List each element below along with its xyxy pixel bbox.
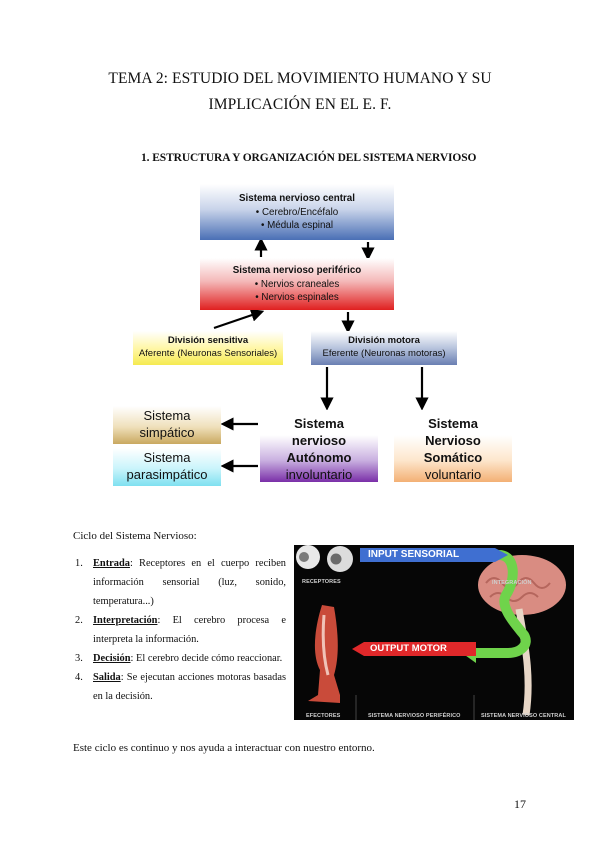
step-number: 4.	[75, 672, 83, 683]
central-title: Sistema nervioso central	[239, 193, 355, 204]
list-item: 3. Decisión: El cerebro decide cómo reacc…	[73, 649, 286, 668]
step-text: : El cerebro procesa e interpreta la inf…	[93, 615, 286, 645]
motor-division-box: División motora Eferente (Neuronas motor…	[311, 331, 457, 365]
sympathetic-system-box: Sistema simpático	[113, 406, 221, 444]
parasympathetic-line-1: Sistema	[143, 450, 191, 465]
step-number: 2.	[75, 615, 83, 626]
input-sensorial-banner: INPUT SENSORIAL	[360, 548, 495, 562]
motor-subtitle: Eferente (Neuronas motoras)	[322, 348, 446, 359]
sensory-division-box: División sensitiva Aferente (Neuronas Se…	[133, 331, 283, 365]
step-text: : Receptores en el cuerpo reciben inform…	[93, 558, 286, 607]
step-term: Decisión	[93, 653, 131, 664]
section-heading: 1. ESTRUCTURA Y ORGANIZACIÓN DEL SISTEMA…	[141, 152, 477, 164]
figure-illustration	[296, 545, 566, 720]
sensory-subtitle: Aferente (Neuronas Sensoriales)	[138, 348, 278, 359]
autonomic-line-4: involuntario	[285, 467, 353, 482]
central-item-2: • Médula espinal	[260, 220, 334, 231]
closing-text: Este ciclo es continuo y nos ayuda a int…	[73, 742, 375, 754]
output-motor-banner: OUTPUT MOTOR	[364, 642, 476, 656]
somatic-line-2: Nervioso	[425, 433, 481, 448]
list-item: 1. Entrada: Receptores en el cuerpo recib…	[73, 554, 286, 611]
sensory-title: División sensitiva	[167, 335, 249, 346]
peripheral-item-2: • Nervios espinales	[255, 292, 339, 303]
sympathetic-line-2: simpático	[139, 425, 195, 440]
autonomic-system-box: Sistema nervioso Autónomo involuntario	[260, 410, 378, 482]
step-term: Interpretación	[93, 615, 158, 626]
effectors-label: EFECTORES	[306, 713, 341, 719]
autonomic-line-3: Autónomo	[286, 450, 352, 465]
list-item: 4. Salida: Se ejecutan acciones motoras b…	[73, 668, 286, 706]
somatic-system-box: Sistema Nervioso Somático voluntario	[394, 410, 512, 482]
central-nervous-system-box: Sistema nervioso central • Cerebro/Encéf…	[200, 184, 394, 240]
title-line-1: TEMA 2: ESTUDIO DEL MOVIMIENTO HUMANO Y …	[108, 70, 492, 87]
list-item: 2. Interpretación: El cerebro procesa e i…	[73, 611, 286, 649]
sympathetic-line-1: Sistema	[143, 408, 191, 423]
central-system-label: SISTEMA NERVIOSO CENTRAL	[481, 713, 566, 719]
spinal-cord-icon	[515, 608, 532, 716]
peripheral-title: Sistema nervioso periférico	[232, 265, 362, 276]
autonomic-line-2: nervioso	[291, 433, 347, 448]
nervous-cycle-figure: INPUT SENSORIAL OUTPUT MOTOR RECEPTORES …	[294, 545, 574, 720]
peripheral-system-label: SISTEMA NERVIOSO PERIFÉRICO	[368, 713, 461, 719]
somatic-line-3: Somático	[423, 450, 483, 465]
step-number: 3.	[75, 653, 83, 664]
parasympathetic-system-box: Sistema parasimpático	[113, 448, 221, 486]
arrow-sensory-to-periph	[213, 308, 265, 330]
step-text: : El cerebro decide cómo reaccionar.	[130, 653, 283, 664]
step-number: 1.	[75, 558, 83, 569]
motor-title: División motora	[348, 335, 420, 346]
integration-label: INTEGRACIÓN	[492, 580, 532, 586]
autonomic-line-1: Sistema	[294, 416, 344, 431]
step-term: Entrada	[93, 558, 130, 569]
page-number: 17	[514, 797, 526, 811]
cycle-steps-list: 1. Entrada: Receptores en el cuerpo recib…	[73, 554, 286, 706]
central-item-1: • Cerebro/Encéfalo	[255, 206, 339, 218]
somatic-line-1: Sistema	[428, 416, 478, 431]
step-text: : Se ejecutan acciones motoras basadas e…	[93, 672, 286, 702]
peripheral-item-1: • Nervios craneales	[254, 278, 340, 290]
peripheral-nervous-system-box: Sistema nervioso periférico • Nervios cr…	[200, 258, 394, 310]
receptors-label: RECEPTORES	[302, 579, 341, 585]
somatic-line-4: voluntario	[424, 467, 482, 482]
title-line-2: IMPLICACIÓN EN EL E. F.	[208, 96, 392, 113]
parasympathetic-line-2: parasimpático	[126, 467, 208, 482]
integration-arrow-icon	[476, 550, 531, 658]
cycle-intro: Ciclo del Sistema Nervioso:	[73, 530, 197, 542]
step-term: Salida	[93, 672, 121, 683]
